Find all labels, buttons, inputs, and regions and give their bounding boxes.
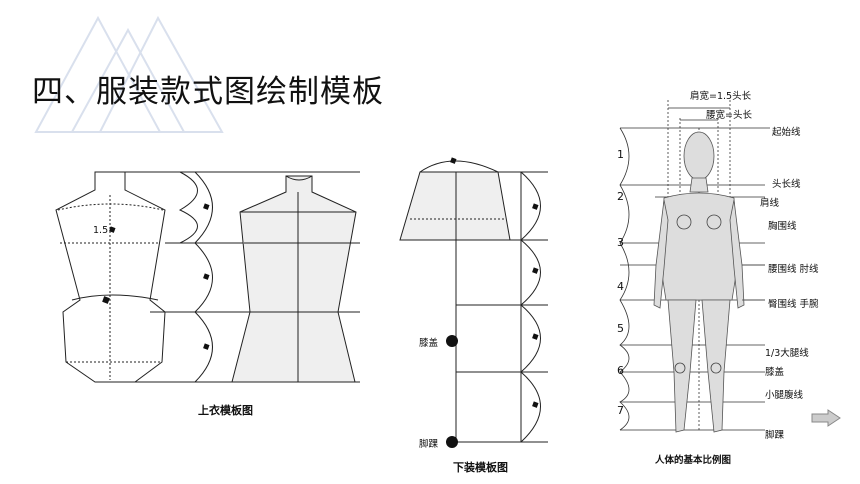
hip-wrist-line-label: 臀围线 手腕 <box>768 299 819 310</box>
calf-line-label: 小腿腹线 <box>765 390 804 401</box>
ankle-label: 脚踝 <box>419 439 439 450</box>
chest-line-label: 胸围线 <box>768 221 797 232</box>
ankle-line-label: 脚踝 <box>765 430 785 441</box>
bottom-template-caption: 下装模板图 <box>453 461 508 474</box>
body-proportion-caption: 人体的基本比例图 <box>655 455 732 466</box>
knee-label: 膝盖 <box>419 338 439 349</box>
thigh-line-label: 1/3大腿线 <box>765 348 809 359</box>
waist-elbow-line-label: 腰围线 肘线 <box>768 264 819 275</box>
head-unit-4: 4 <box>617 280 624 293</box>
shoulder-line-label: 肩线 <box>760 198 780 209</box>
ankle-marker <box>446 436 458 448</box>
head-unit-2: 2 <box>617 190 624 203</box>
page-title: 四、服装款式图绘制模板 <box>32 74 384 110</box>
head-unit-1: 1 <box>617 148 624 161</box>
top-template-caption: 上衣模板图 <box>198 404 253 417</box>
shoulder-width-label: 肩宽=1.5头长 <box>690 91 752 102</box>
start-line-label: 起始线 <box>772 127 801 138</box>
head-length-line-label: 头长线 <box>772 179 801 190</box>
knee-line-label: 膝盖 <box>765 367 785 378</box>
waist-width-label: 腰宽=头长 <box>706 110 752 121</box>
top-bodice-right <box>231 175 357 383</box>
next-arrow-icon <box>811 409 841 427</box>
head-unit-7: 7 <box>617 404 624 417</box>
head-unit-5: 5 <box>617 322 624 335</box>
knee-marker <box>446 335 458 347</box>
head-unit-3: 3 <box>617 236 624 249</box>
head-unit-6: 6 <box>617 364 624 377</box>
measure-label: 1.5 <box>93 225 109 236</box>
